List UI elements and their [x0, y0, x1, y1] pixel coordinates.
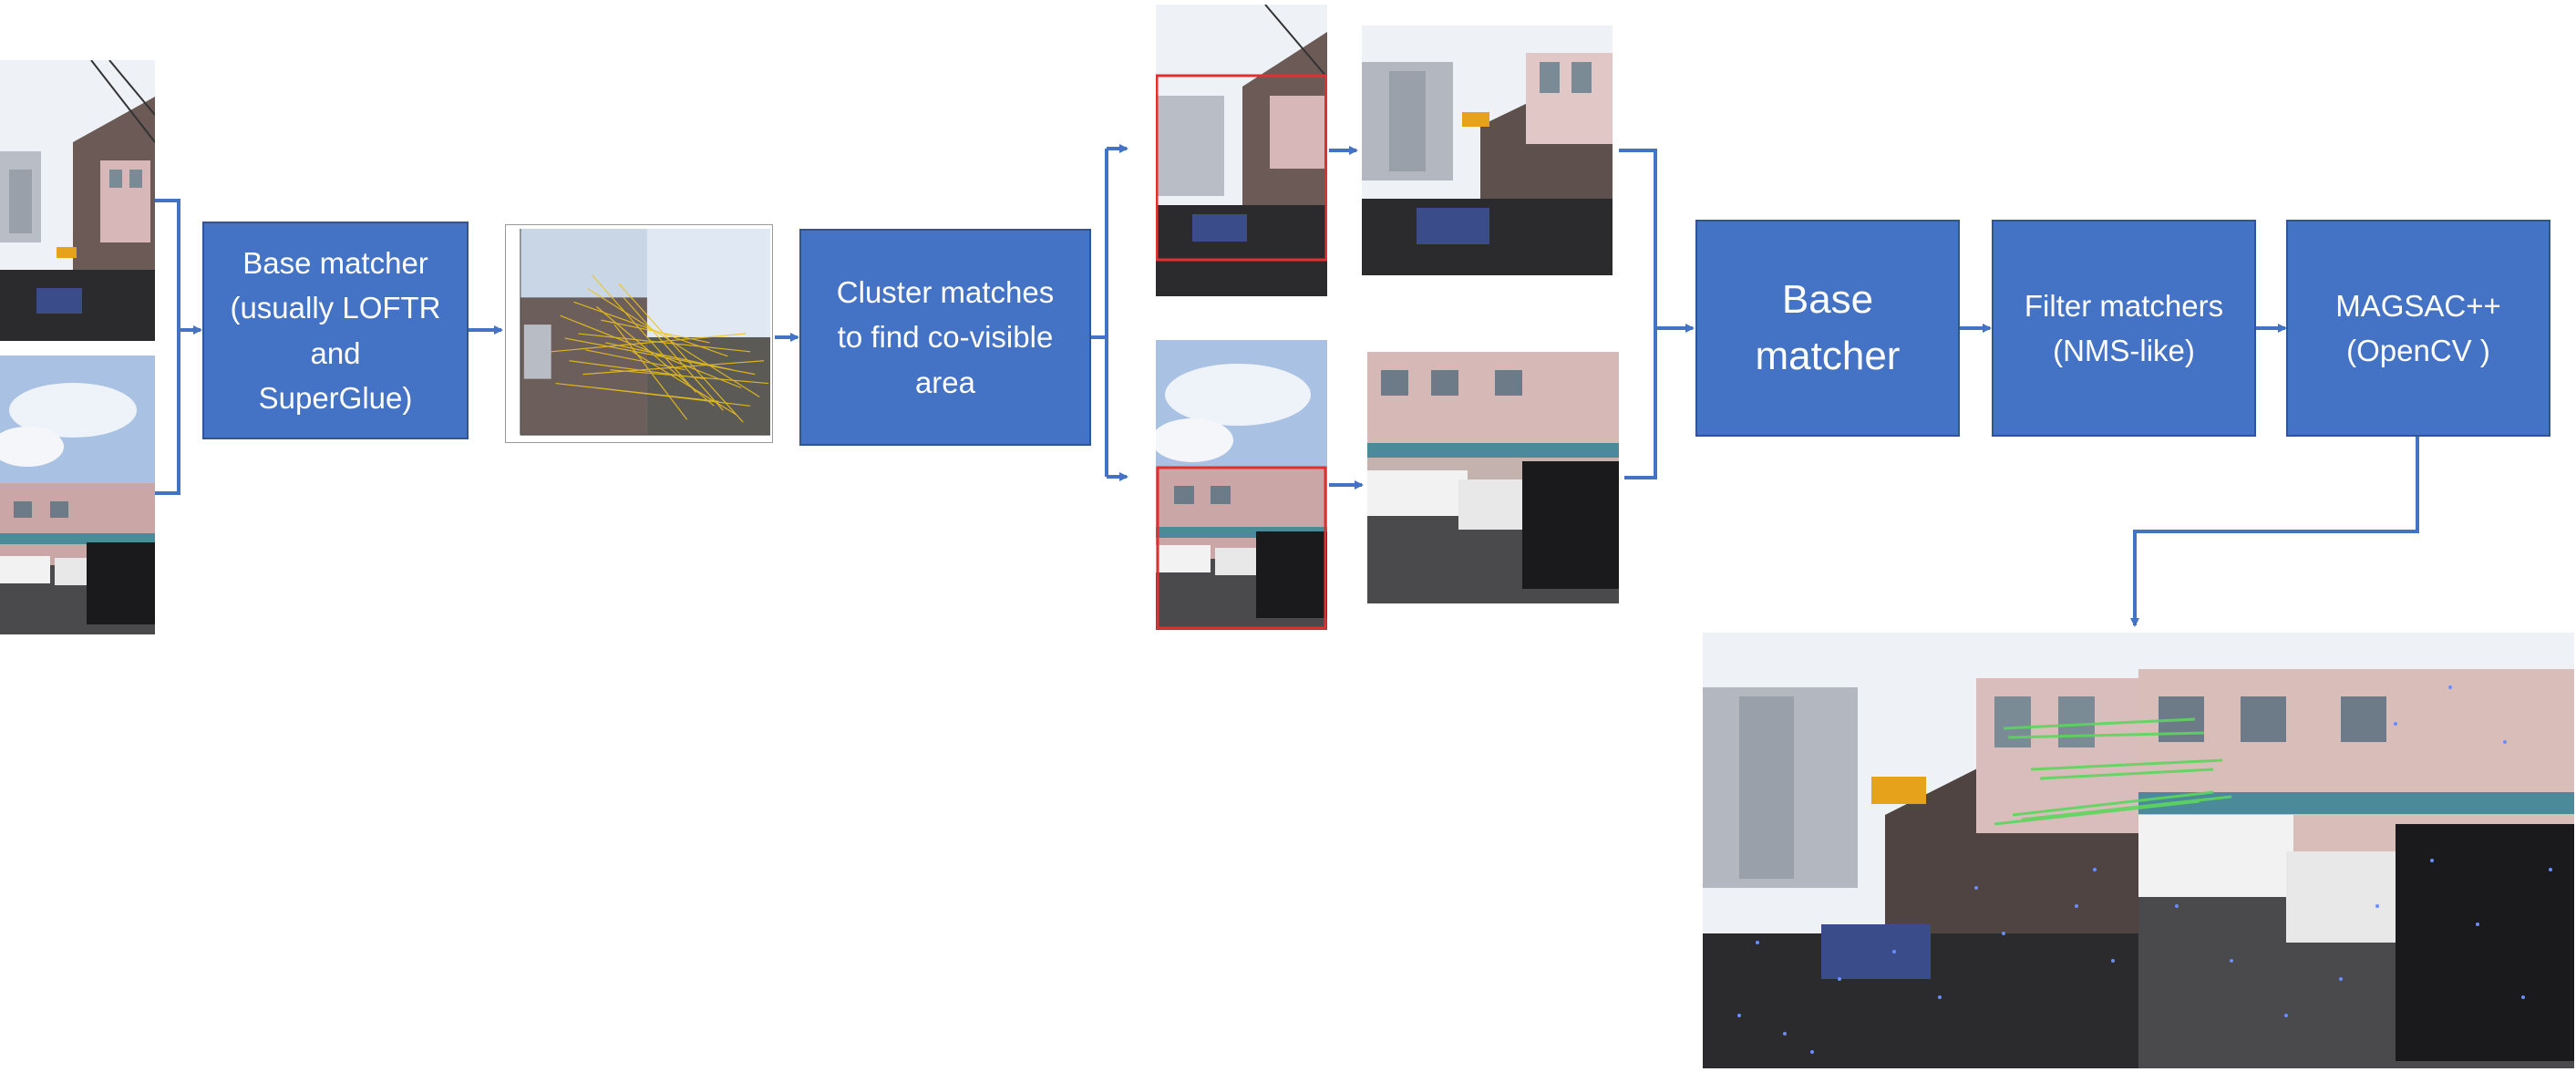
- magsac-box: MAGSAC++ (OpenCV ): [2286, 220, 2550, 437]
- matches-plot: [505, 224, 773, 443]
- result-image: [1703, 633, 2574, 1068]
- base-matcher-box-2: Base matcher: [1695, 220, 1960, 437]
- connector-input-merge: [155, 199, 180, 495]
- input-image-1: [0, 60, 155, 341]
- crop-image-2: [1156, 340, 1327, 630]
- cluster-box: Cluster matches to find co-visible area: [799, 229, 1091, 446]
- crop-image-1-zoom: [1362, 26, 1613, 275]
- crop-image-1: [1156, 5, 1327, 296]
- connector-cluster-branch: [1090, 149, 1108, 477]
- connector-zoom-merge: [1619, 149, 1657, 479]
- crop-image-2-zoom: [1367, 352, 1619, 603]
- input-image-2: [0, 356, 155, 634]
- connector-magsac-to-result: [2130, 436, 2419, 627]
- filter-box: Filter matchers (NMS-like): [1992, 220, 2256, 437]
- base-matcher-box: Base matcher (usually LOFTR and SuperGlu…: [202, 222, 469, 439]
